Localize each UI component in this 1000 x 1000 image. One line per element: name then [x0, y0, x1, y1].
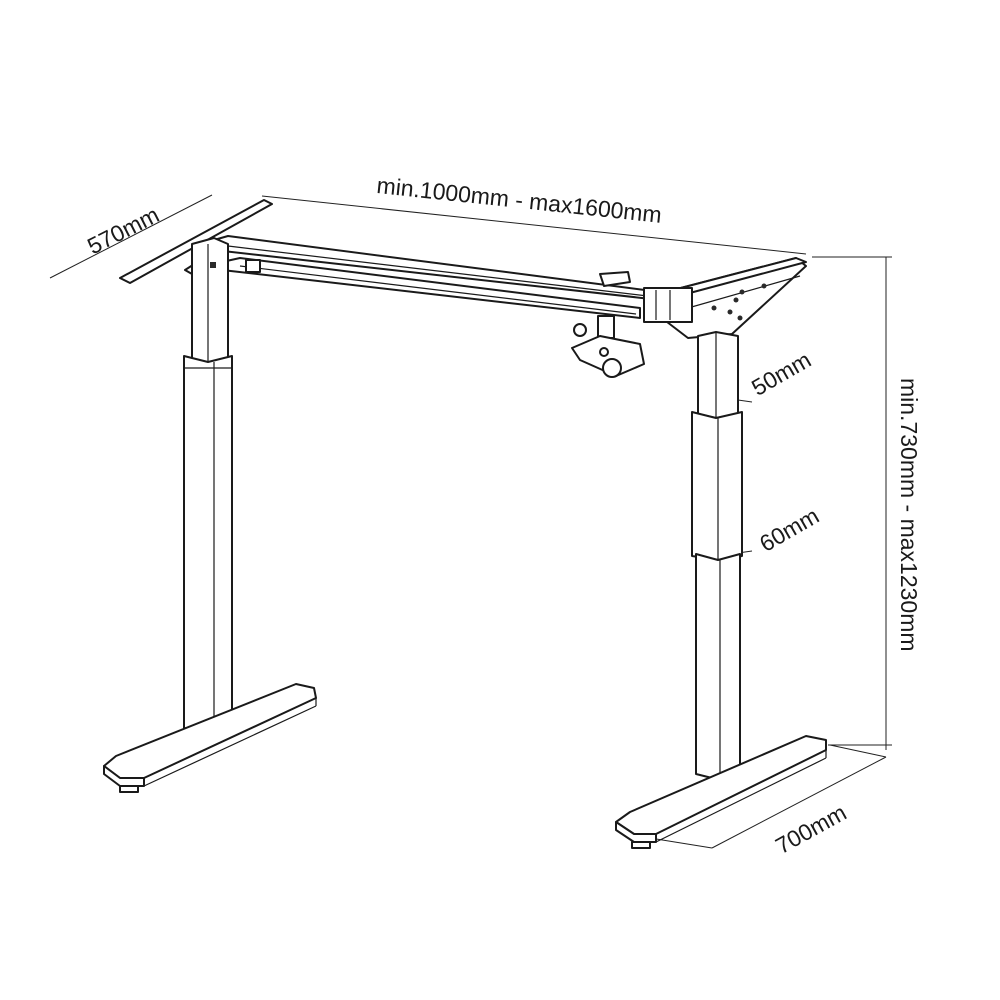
- upper-stage-leader: [737, 399, 753, 403]
- left-foot: [103, 683, 317, 793]
- right-foot-leveler: [631, 841, 651, 849]
- left-foot-leveler: [119, 785, 139, 793]
- motor-mount: [597, 315, 615, 339]
- dimension-lines: [49, 194, 892, 849]
- motor-housing: [643, 287, 693, 323]
- foot-extension-back: [829, 744, 887, 758]
- motor-knob: [602, 358, 622, 378]
- crossbar-clip: [599, 271, 631, 287]
- width-dimension-line: [261, 195, 807, 255]
- foot-extension-front: [649, 837, 713, 849]
- height-label: min.730mm - max1230mm: [896, 378, 922, 652]
- crossbars: [213, 235, 661, 319]
- crossbar-clamp: [245, 259, 261, 273]
- depth-dimension-line: [49, 194, 213, 279]
- left-leg: [183, 237, 233, 735]
- foot-dimension-line: [711, 756, 887, 849]
- motor-assembly: [571, 287, 693, 378]
- right-foot: [615, 735, 827, 849]
- right-leg: [691, 331, 743, 781]
